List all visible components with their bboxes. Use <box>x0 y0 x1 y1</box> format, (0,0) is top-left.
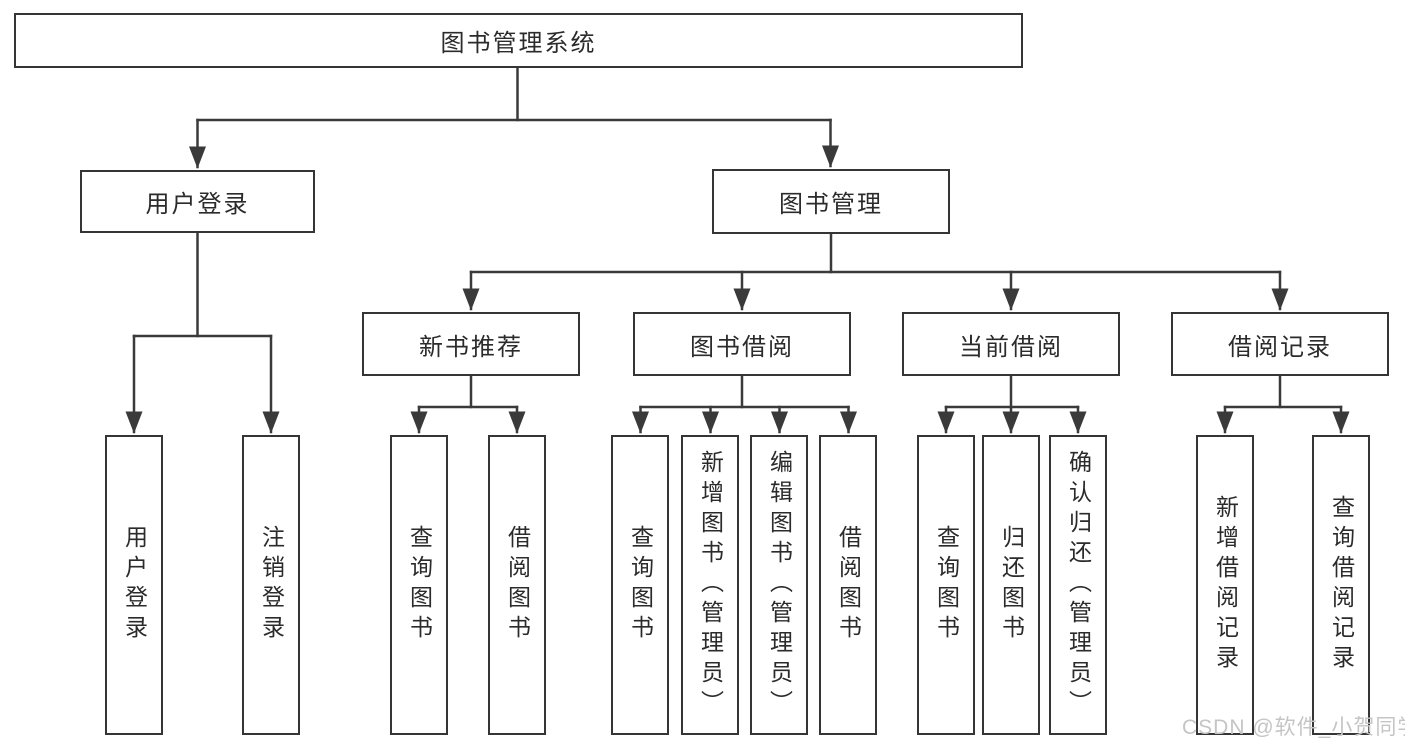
leaf-borrow-books-recommend-label: 借阅图书 <box>504 525 531 645</box>
leaf-add-book-admin-label: 新增图书（管理员） <box>697 450 724 720</box>
node-library-system-label: 图书管理系统 <box>440 30 597 57</box>
leaf-borrow-books-label: 借阅图书 <box>835 525 862 645</box>
node-new-book-recommend-label: 新书推荐 <box>419 333 523 361</box>
leaf-query-borrow-record: 查询借阅记录 <box>1312 435 1370 735</box>
leaf-borrow-books: 借阅图书 <box>819 435 877 735</box>
leaf-query-books-borrow: 查询图书 <box>611 435 669 735</box>
node-new-book-recommend: 新书推荐 <box>362 312 580 376</box>
leaf-add-borrow-record-label: 新增借阅记录 <box>1212 495 1239 675</box>
leaf-user-login: 用户登录 <box>105 435 163 735</box>
node-borrowing-records-label: 借阅记录 <box>1228 333 1332 361</box>
node-user-login: 用户登录 <box>80 170 315 233</box>
node-current-borrowing-label: 当前借阅 <box>959 333 1063 361</box>
node-library-system: 图书管理系统 <box>14 13 1023 68</box>
leaf-logout: 注销登录 <box>242 435 300 735</box>
leaf-query-books-current: 查询图书 <box>917 435 975 735</box>
leaf-add-book-admin: 新增图书（管理员） <box>681 435 739 735</box>
leaf-return-book-label: 归还图书 <box>998 525 1025 645</box>
leaf-query-books-recommend: 查询图书 <box>390 435 448 735</box>
node-borrowing-records: 借阅记录 <box>1171 312 1389 376</box>
leaf-edit-book-admin-label: 编辑图书（管理员） <box>766 450 793 720</box>
leaf-return-book: 归还图书 <box>982 435 1040 735</box>
node-book-management-label: 图书管理 <box>779 191 883 218</box>
leaf-query-books-current-label: 查询图书 <box>933 525 960 645</box>
leaf-edit-book-admin: 编辑图书（管理员） <box>750 435 808 735</box>
node-current-borrowing: 当前借阅 <box>902 312 1120 376</box>
node-book-borrowing-label: 图书借阅 <box>690 333 794 361</box>
leaf-logout-label: 注销登录 <box>258 525 285 645</box>
node-book-borrowing: 图书借阅 <box>633 312 851 376</box>
leaf-query-books-borrow-label: 查询图书 <box>627 525 654 645</box>
leaf-query-books-recommend-label: 查询图书 <box>406 525 433 645</box>
leaf-user-login-label: 用户登录 <box>121 525 148 645</box>
leaf-query-borrow-record-label: 查询借阅记录 <box>1328 495 1355 675</box>
csdn-watermark: CSDN @软件_小贺同学 <box>1182 716 1405 739</box>
node-user-login-label: 用户登录 <box>145 191 250 218</box>
leaf-add-borrow-record: 新增借阅记录 <box>1196 435 1254 735</box>
leaf-borrow-books-recommend: 借阅图书 <box>488 435 546 735</box>
leaf-confirm-return-admin-label: 确认归还（管理员） <box>1065 450 1092 720</box>
node-book-management: 图书管理 <box>712 169 950 234</box>
leaf-confirm-return-admin: 确认归还（管理员） <box>1049 435 1107 735</box>
